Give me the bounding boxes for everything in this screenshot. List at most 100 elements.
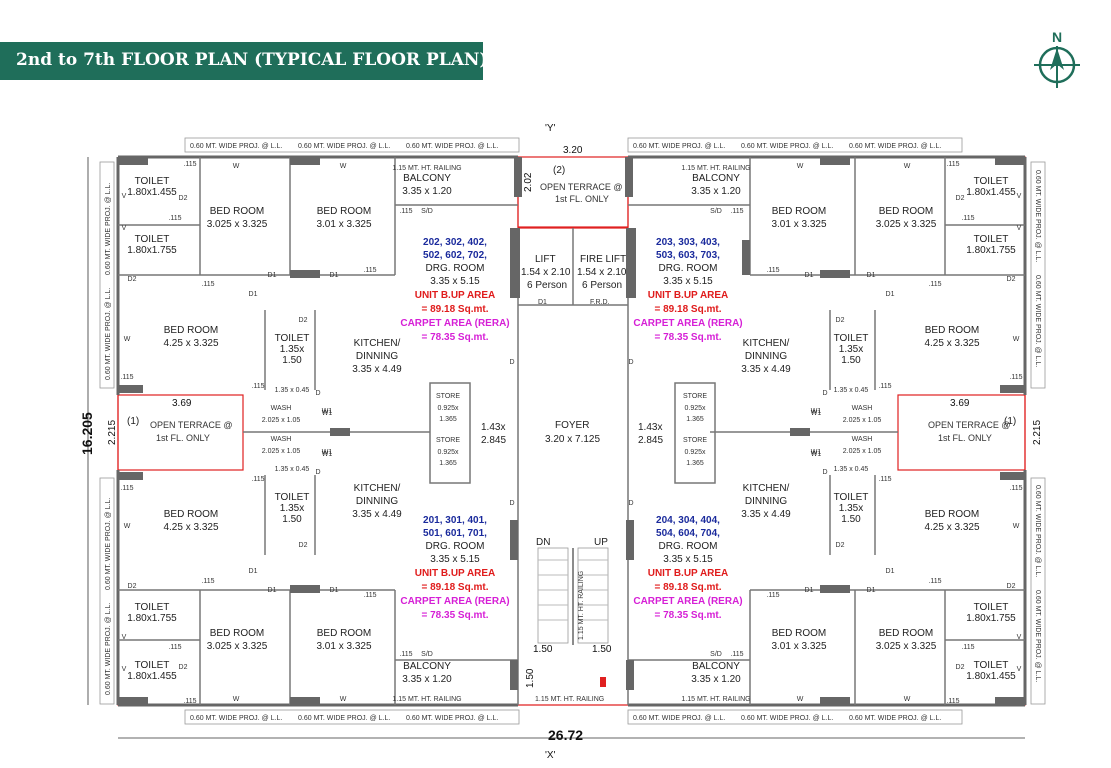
svg-text:OPEN TERRACE @: OPEN TERRACE @ <box>540 182 623 192</box>
unit-2-tag-w: W <box>124 523 131 530</box>
stair-railing: 1.15 MT. HT. RAILING <box>578 571 585 640</box>
unit-2-tag-d2: D2 <box>299 542 308 549</box>
unit-3-tag-d2: D2 <box>836 542 845 549</box>
compass-icon: N <box>1034 29 1080 88</box>
unit-1-bed3-size: 4.25 x 3.325 <box>924 338 979 349</box>
svg-text:F.R.D.: F.R.D. <box>590 299 610 306</box>
unit-3-wash-pass: 1.35 x 0.45 <box>834 466 869 473</box>
svg-text:LIFT: LIFT <box>535 254 556 265</box>
unit-0-railing: 1.15 MT. HT. RAILING <box>392 165 461 172</box>
overall-width: 26.72 <box>548 727 583 743</box>
unit-2-wash-size: 2.025 x 1.05 <box>262 448 301 455</box>
unit-3-tag-v: V <box>1017 634 1022 641</box>
unit-3-tag-w: W <box>904 696 911 703</box>
unit-2-carpet-value: = 78.35 Sq.mt. <box>422 610 489 621</box>
svg-text:1st FL. ONLY: 1st FL. ONLY <box>555 194 609 204</box>
unit-1-wash-size: 2.025 x 1.05 <box>843 417 882 424</box>
unit-0-bup-label: UNIT B.UP AREA <box>415 290 496 301</box>
unit-2-tag-d1: D1 <box>249 568 258 575</box>
unit-3-wash: WASH <box>852 436 873 443</box>
svg-text:0.60 MT. WIDE PROJ. @ L.L.: 0.60 MT. WIDE PROJ. @ L.L. <box>298 715 390 722</box>
unit-0-tag-d2: D2 <box>179 195 188 202</box>
unit-1-toilet1: TOILET <box>974 176 1009 187</box>
unit-3-toilet3-size2: 1.50 <box>841 514 861 525</box>
unit-2-kitchen-size: 3.35 x 4.49 <box>352 509 402 520</box>
svg-text:0.60 MT. WIDE PROJ. @ L.L.: 0.60 MT. WIDE PROJ. @ L.L. <box>1034 170 1041 262</box>
unit-1-drg-size: 3.35 x 5.15 <box>663 276 713 287</box>
unit-3-tag-w1: W1 <box>811 410 822 417</box>
unit-1-tag-p115: .115 <box>878 383 891 390</box>
unit-0-tag-p115: .115 <box>168 215 181 222</box>
svg-text:0.60 MT. WIDE PROJ. @ L.L.: 0.60 MT. WIDE PROJ. @ L.L. <box>105 288 112 380</box>
unit-0-wash-size: 2.025 x 1.05 <box>262 417 301 424</box>
unit-3-kitchen2: DINNING <box>745 496 787 507</box>
svg-text:0.60 MT. WIDE PROJ. @ L.L.: 0.60 MT. WIDE PROJ. @ L.L. <box>105 498 112 590</box>
unit-0-wash-pass: 1.35 x 0.45 <box>275 387 310 394</box>
unit-0-tag-w1: W1 <box>322 449 333 456</box>
unit-2-bed1-size: 3.025 x 3.325 <box>207 641 268 652</box>
unit-1-kitchen-size: 3.35 x 4.49 <box>741 364 791 375</box>
unit-2-tag-d1: D1 <box>268 587 277 594</box>
unit-2-tag-v: V <box>122 634 127 641</box>
svg-text:1.54 x 2.10: 1.54 x 2.10 <box>577 267 627 278</box>
unit-2-wash: WASH <box>271 436 292 443</box>
section-mark-top: 'Y' <box>545 123 556 134</box>
svg-text:2.215: 2.215 <box>1032 420 1043 445</box>
unit-0-tag-w: W <box>340 163 347 170</box>
svg-text:0.60 MT. WIDE PROJ. @ L.L.: 0.60 MT. WIDE PROJ. @ L.L. <box>633 715 725 722</box>
unit-2-tag-p115: .115 <box>183 698 196 705</box>
unit-1-store-size1: 0.925x <box>684 405 706 412</box>
dimensions: 'Y' 'X' 26.72 16.205 3.20 2.02 2.215 2.2… <box>79 123 1043 761</box>
svg-text:0.60 MT. WIDE PROJ. @ L.L.: 0.60 MT. WIDE PROJ. @ L.L. <box>406 143 498 150</box>
unit-1-tag-p115: .115 <box>1009 374 1022 381</box>
unit-3-tag-d2: D2 <box>956 664 965 671</box>
unit-0-tag-p115: .115 <box>399 208 412 215</box>
unit-2-drg-size: 3.35 x 5.15 <box>430 554 480 565</box>
svg-text:0.60 MT. WIDE PROJ. @ L.L.: 0.60 MT. WIDE PROJ. @ L.L. <box>406 715 498 722</box>
unit-2-store-size2: 1.365 <box>439 460 457 467</box>
page-title: 2nd to 7th FLOOR PLAN (TYPICAL FLOOR PLA… <box>16 50 488 70</box>
unit-2-bed2: BED ROOM <box>317 628 371 639</box>
unit-2-tag-p115: .115 <box>399 651 412 658</box>
unit-2-tag-d: D <box>315 469 320 476</box>
unit-2-tag-w: W <box>233 696 240 703</box>
unit-0-bed1: BED ROOM <box>210 206 264 217</box>
walls <box>116 155 1027 707</box>
unit-1-balcony-size: 3.35 x 1.20 <box>691 186 741 197</box>
unit-2-bed3-size: 4.25 x 3.325 <box>163 522 218 533</box>
unit-0-tag-d2: D2 <box>299 317 308 324</box>
svg-text:D1: D1 <box>538 299 547 306</box>
unit-0-toilet1-size: 1.80x1.455 <box>127 187 177 198</box>
unit-0-toilet3-size2: 1.50 <box>282 355 302 366</box>
unit-1-balcony: BALCONY <box>692 173 740 184</box>
unit-0-tag-sd: S/D <box>421 208 433 215</box>
svg-text:0.60 MT. WIDE PROJ. @ L.L.: 0.60 MT. WIDE PROJ. @ L.L. <box>741 715 833 722</box>
unit-0-tag-d1: D1 <box>249 291 258 298</box>
unit-3-drg: DRG. ROOM <box>659 541 718 552</box>
unit-1-tag-p115: .115 <box>961 215 974 222</box>
unit-1-tag-p115: .115 <box>730 208 743 215</box>
unit-3-tag-d1: D1 <box>886 568 895 575</box>
unit-2-store-size1: 0.925x <box>437 449 459 456</box>
unit-3-tag-p115: .115 <box>946 698 959 705</box>
svg-text:6 Person: 6 Person <box>582 280 622 291</box>
unit-3-bed3-size: 4.25 x 3.325 <box>924 522 979 533</box>
unit-3-bed1: BED ROOM <box>879 628 933 639</box>
unit-2-tag-sd: S/D <box>421 651 433 658</box>
unit-1-tag-d: D <box>822 390 827 397</box>
unit-0-carpet-value: = 78.35 Sq.mt. <box>422 332 489 343</box>
unit-2-railing: 1.15 MT. HT. RAILING <box>392 696 461 703</box>
unit-3-tag-d: D <box>628 500 633 507</box>
unit-2-balcony: BALCONY <box>403 661 451 672</box>
section-mark-bottom: 'X' <box>545 750 556 761</box>
unit-2-kitchen2: DINNING <box>356 496 398 507</box>
unit-1-bup-label: UNIT B.UP AREA <box>648 290 729 301</box>
unit-1-kitchen2: DINNING <box>745 351 787 362</box>
unit-1-bed2: BED ROOM <box>772 206 826 217</box>
unit-3-toilet1: TOILET <box>974 660 1009 671</box>
staircase: DN UP 1.15 MT. HT. RAILING 1.50 1.50 1.5… <box>525 537 612 703</box>
unit-0-toilet2-size: 1.80x1.755 <box>127 245 177 256</box>
unit-2-tag-d2: D2 <box>179 664 188 671</box>
unit-1-tag-p115: .115 <box>946 161 959 168</box>
svg-text:(1): (1) <box>127 416 139 427</box>
